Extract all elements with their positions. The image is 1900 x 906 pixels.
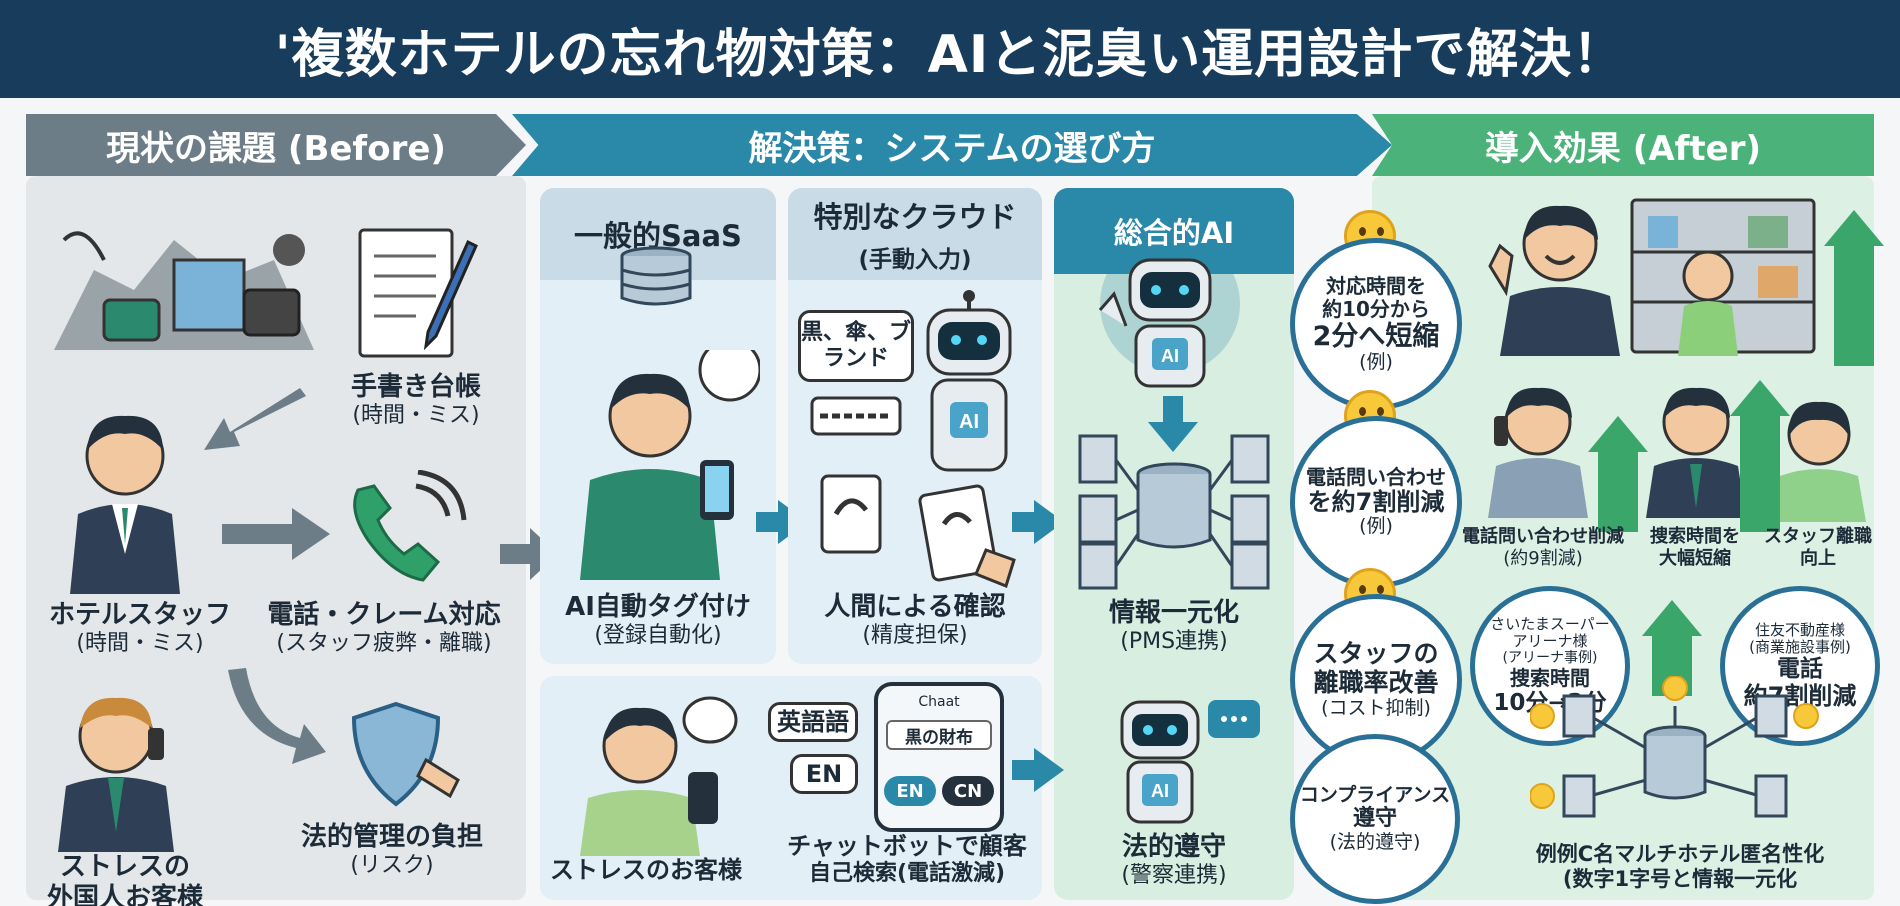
human-check-label: 人間による確認 (精度担保) [824, 592, 1006, 649]
happy-staff-avatar [1488, 205, 1620, 356]
customer-with-phone-avatar [580, 696, 738, 856]
chatbot-label: チャットボットで顧客 自己検索(電話激減) [787, 832, 1027, 886]
chat-en-button[interactable]: EN [884, 776, 936, 806]
item-photo-icon [820, 474, 1016, 588]
ai-header: 総合的AI [1113, 216, 1235, 250]
before-banner: 現状の課題 (Before) [26, 114, 526, 176]
anonymized-hotels-label: 例例C名マルチホテル匿名性化 (数字1字号と情報一元化 [1535, 842, 1825, 892]
after-label-calls: 電話問い合わせ削減 (約9割減) [1462, 526, 1624, 569]
stressed-customer-label: ストレスのお客様 [550, 856, 742, 884]
effect-circle-compliance: コンプライアンス 遵守 (法的遵守) [1290, 734, 1460, 904]
effect-circle-calls: 電話問い合わせ を約7割削減 (例) [1290, 416, 1462, 588]
staff-pointing-avatar [1646, 387, 1746, 518]
ledger-label: 手書き台帳 (時間・ミス) [350, 372, 481, 429]
chat-cn-button[interactable]: CN [942, 776, 994, 806]
robot-icon: AI [926, 290, 1012, 472]
lost-items-pile-icon [54, 231, 314, 350]
cloud-header: 特別なクラウド [813, 200, 1017, 234]
arrow-left-icon [204, 388, 306, 450]
language-bubble-1: 英語語 [768, 702, 858, 742]
after-label-retention: スタッフ離職 向上 [1764, 526, 1872, 569]
down-arrow-icon [1148, 396, 1198, 452]
phone-complaint-label: 電話・クレーム対応 (スタッフ疲弊・離職) [267, 600, 501, 657]
curved-arrow-icon [228, 668, 326, 764]
svg-text:AI: AI [1151, 781, 1169, 801]
arrow-right-icon [222, 508, 330, 560]
hotel-network-icon [1530, 676, 1819, 818]
storage-shelf-icon [1630, 198, 1816, 356]
up-arrow-icon [1824, 210, 1884, 366]
integration-label: 情報一元化 (PMS連携) [1108, 598, 1239, 655]
stressed-guest-avatar [58, 697, 174, 852]
tag-card-icon [810, 396, 902, 436]
chatbot-to-legal-arrow [1012, 748, 1064, 792]
legal-burden-label: 法的管理の負担 (リスク) [300, 822, 483, 879]
legal-compliance-label: 法的遵守 (警察連携) [1121, 832, 1227, 889]
effect-circle-time: 対応時間を 約10分から 2分へ短縮 (例) [1290, 238, 1462, 410]
staff-with-phone-avatar [580, 350, 760, 580]
central-database-icon [1078, 434, 1270, 590]
phone-icon [353, 470, 467, 582]
police-robot-icon: AI [1120, 700, 1260, 824]
foreign-guest-label: ストレスの 外国人お客様 [46, 852, 203, 906]
cloud-header-sub: (手動入力) [858, 247, 972, 273]
language-bubble-2: EN [790, 754, 858, 794]
after-banner: 導入効果 (After) [1372, 114, 1874, 176]
solution-banner: 解決策：システムの選び方 [512, 114, 1392, 176]
staff-label: ホテルスタッフ (時間・ミス) [48, 600, 231, 657]
female-staff-avatar [1772, 401, 1866, 522]
svg-text:AI: AI [1161, 346, 1179, 366]
saas-label: AI自動タグ付け (登録自動化) [565, 592, 751, 649]
staff-on-phone-avatar [1488, 387, 1588, 518]
svg-text:AI: AI [959, 411, 979, 433]
chat-search-input[interactable]: 黒の財布 [886, 720, 992, 750]
page-title: '複数ホテルの忘れ物対策：AIと泥臭い運用設計で解決！ [274, 24, 1626, 85]
shield-icon [351, 701, 460, 807]
after-label-search: 捜索時間を 大幅短縮 [1650, 526, 1740, 569]
waving-robot-icon: AI [1098, 250, 1240, 388]
title-bar: '複数ホテルの忘れ物対策：AIと泥臭い運用設計で解決！ [0, 0, 1900, 98]
chat-title: Chaat [918, 694, 960, 710]
up-arrow-icon [1730, 380, 1790, 532]
stressed-staff-avatar [70, 415, 180, 594]
up-arrow-icon [1588, 416, 1648, 532]
database-icon [620, 246, 692, 306]
ledger-document-icon [358, 228, 478, 358]
chat-phone: Chaat 黒の財布 EN CN [874, 682, 1004, 832]
tag-speech-bubble: 黒、傘、ブランド [798, 310, 914, 382]
